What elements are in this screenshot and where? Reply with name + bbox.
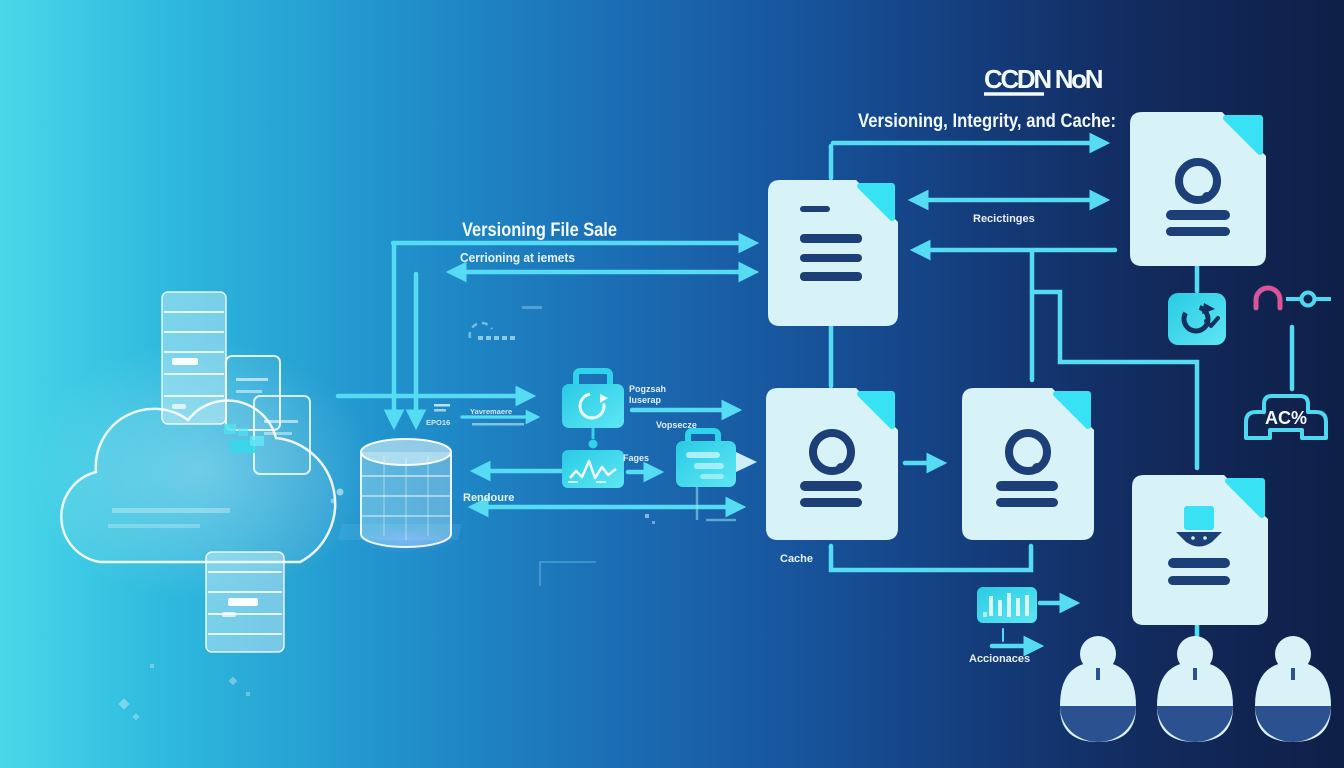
document-icon [768,180,898,326]
spy-document-icon [1132,475,1268,625]
label-recictinges: Recictinges [973,213,1035,225]
sketch-fragments [118,306,736,721]
user-icon [1060,636,1136,742]
console-badge-icon: AC% [1244,394,1328,440]
cloud-server-icon [60,291,337,653]
arch-lock-icon [1253,285,1283,311]
label-pogzsah: Pogzsah [629,384,666,394]
database-icon [338,438,462,553]
barcode-icon [977,587,1037,623]
profile-document-icon [962,388,1094,540]
profile-document-icon [1130,112,1266,266]
label-epo16: EPO16 [426,418,450,427]
profile-document-icon [766,388,898,540]
toggle-slider-icon [1286,290,1331,308]
label-accionaces: Accionaces [969,653,1030,665]
diagram-title: CCDN NoN [984,64,1104,94]
label-vopsecze: Vopsecze [656,420,697,430]
label-iuserap: Iuserap [629,395,662,405]
label-cache: Cache [780,553,813,565]
label-rendoure: Rendoure [463,492,514,504]
user-icon [1157,636,1233,742]
label-cerrioning: Cerrioning at iemets [460,251,575,265]
briefcase-message-icon [676,428,757,487]
cloud-glow [25,340,375,600]
label-yavremaere: Yavremaere [470,407,512,416]
waveform-icon [562,450,624,488]
label-versioning-file-sale: Versioning File Sale [462,220,617,241]
padlock-sync-icon [562,368,624,449]
user-icon [1255,636,1331,742]
flow-arrows [335,132,1295,657]
ac-badge-label: AC% [1265,408,1307,428]
sync-square-icon [1168,293,1226,345]
label-fages: Fages [623,453,649,463]
diagram-subtitle: Versioning, Integrity, and Cache: [858,111,1116,132]
